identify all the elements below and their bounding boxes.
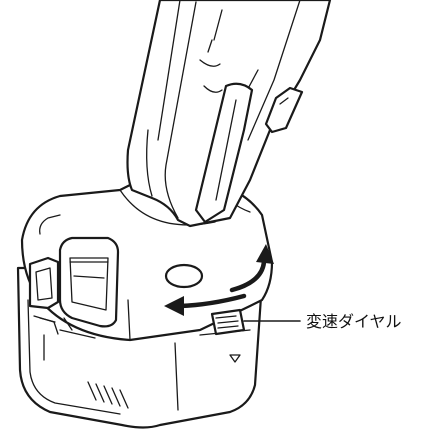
left-bumper [28, 256, 73, 335]
round-port [164, 263, 204, 289]
speed-dial-label: 変速ダイヤル [306, 312, 402, 331]
side-vent [58, 236, 120, 328]
speed-dial[interactable] [210, 308, 246, 336]
front-strut [194, 82, 304, 224]
rotation-arrow-right-icon [229, 244, 274, 293]
rotation-arrow-left-icon [164, 293, 247, 316]
battery-vent-slots [87, 381, 129, 409]
